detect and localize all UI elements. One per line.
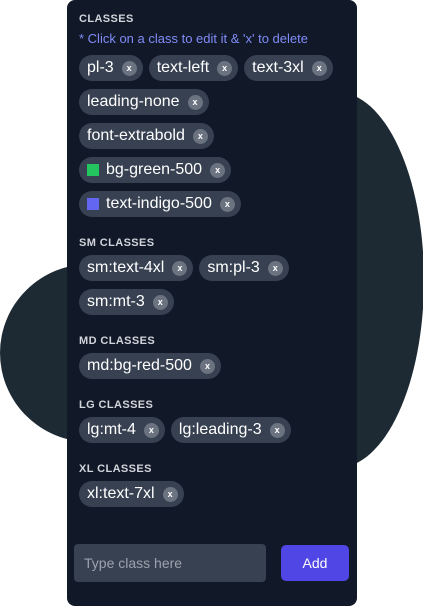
remove-tag-icon[interactable]: x — [121, 60, 137, 76]
class-tag[interactable]: font-extrabold x — [79, 123, 214, 149]
remove-tag-icon[interactable]: x — [267, 260, 283, 276]
class-tag-label: md:bg-red-500 — [87, 357, 192, 374]
section-title: XL CLASSES — [79, 463, 152, 475]
remove-tag-icon[interactable]: x — [219, 196, 235, 212]
remove-tag-icon[interactable]: x — [187, 94, 203, 110]
class-tag-label: text-indigo-500 — [106, 195, 212, 212]
class-tag[interactable]: sm:text-4xl x — [79, 255, 194, 281]
class-tag-label: font-extrabold — [87, 127, 185, 144]
class-tag-label: sm:text-4xl — [87, 259, 165, 276]
class-tag-label: lg:mt-4 — [87, 421, 136, 438]
class-tag[interactable]: sm:mt-3 x — [79, 289, 174, 315]
class-tag-list: sm:text-4xl x sm:pl-3 x sm:mt-3 x — [79, 255, 349, 315]
section-title: MD CLASSES — [79, 335, 156, 347]
remove-tag-icon[interactable]: x — [269, 422, 285, 438]
class-input[interactable] — [74, 544, 266, 582]
remove-tag-icon[interactable]: x — [152, 294, 168, 310]
class-tag-label: pl-3 — [87, 59, 114, 76]
class-editor-panel: CLASSES * Click on a class to edit it & … — [67, 0, 357, 606]
class-tag-list: md:bg-red-500 x — [79, 353, 349, 379]
class-tag[interactable]: sm:pl-3 x — [199, 255, 289, 281]
class-tag-list: lg:mt-4 x lg:leading-3 x — [79, 417, 349, 443]
remove-tag-icon[interactable]: x — [143, 422, 159, 438]
class-tag[interactable]: lg:mt-4 x — [79, 417, 165, 443]
remove-tag-icon[interactable]: x — [217, 60, 233, 76]
xl-classes-section: XL CLASSES xl:text-7xl x — [79, 463, 346, 507]
sm-classes-section: SM CLASSES sm:text-4xl x sm:pl-3 x sm:mt-3 x — [79, 237, 346, 315]
remove-tag-icon[interactable]: x — [192, 128, 208, 144]
remove-tag-icon[interactable]: x — [210, 162, 226, 178]
section-title: SM CLASSES — [79, 237, 155, 249]
class-tag[interactable]: xl:text-7xl x — [79, 481, 184, 507]
class-tag-list: xl:text-7xl x — [79, 481, 349, 507]
section-title: LG CLASSES — [79, 399, 154, 411]
add-button[interactable]: Add — [281, 545, 349, 581]
lg-classes-section: LG CLASSES lg:mt-4 x lg:leading-3 x — [79, 399, 346, 443]
classes-section: CLASSES * Click on a class to edit it & … — [79, 13, 346, 217]
class-tag[interactable]: text-indigo-500 x — [79, 191, 241, 217]
hint-text: * Click on a class to edit it & 'x' to d… — [79, 31, 308, 46]
class-tag[interactable]: pl-3 x — [79, 55, 143, 81]
class-tag[interactable]: leading-none x — [79, 89, 209, 115]
class-tag[interactable]: bg-green-500 x — [79, 157, 232, 183]
class-tag-label: lg:leading-3 — [178, 421, 262, 438]
class-tag-label: text-left — [156, 59, 210, 76]
remove-tag-icon[interactable]: x — [172, 260, 188, 276]
class-tag-label: sm:mt-3 — [87, 293, 145, 310]
md-classes-section: MD CLASSES md:bg-red-500 x — [79, 335, 346, 379]
remove-tag-icon[interactable]: x — [199, 358, 215, 374]
class-tag[interactable]: md:bg-red-500 x — [79, 353, 221, 379]
class-tag[interactable]: lg:leading-3 x — [170, 417, 291, 443]
class-tag[interactable]: text-left x — [148, 55, 239, 81]
section-title: CLASSES — [79, 13, 134, 25]
color-swatch-icon — [87, 198, 99, 210]
color-swatch-icon — [87, 164, 99, 176]
class-tag-label: xl:text-7xl — [87, 485, 155, 502]
class-tag-label: bg-green-500 — [106, 161, 203, 178]
class-tag-label: text-3xl — [252, 59, 304, 76]
class-tag-label: sm:pl-3 — [207, 259, 260, 276]
class-tag-label: leading-none — [87, 93, 180, 110]
class-tag[interactable]: text-3xl x — [244, 55, 333, 81]
add-class-row: Add — [74, 544, 349, 582]
remove-tag-icon[interactable]: x — [311, 60, 327, 76]
remove-tag-icon[interactable]: x — [162, 486, 178, 502]
